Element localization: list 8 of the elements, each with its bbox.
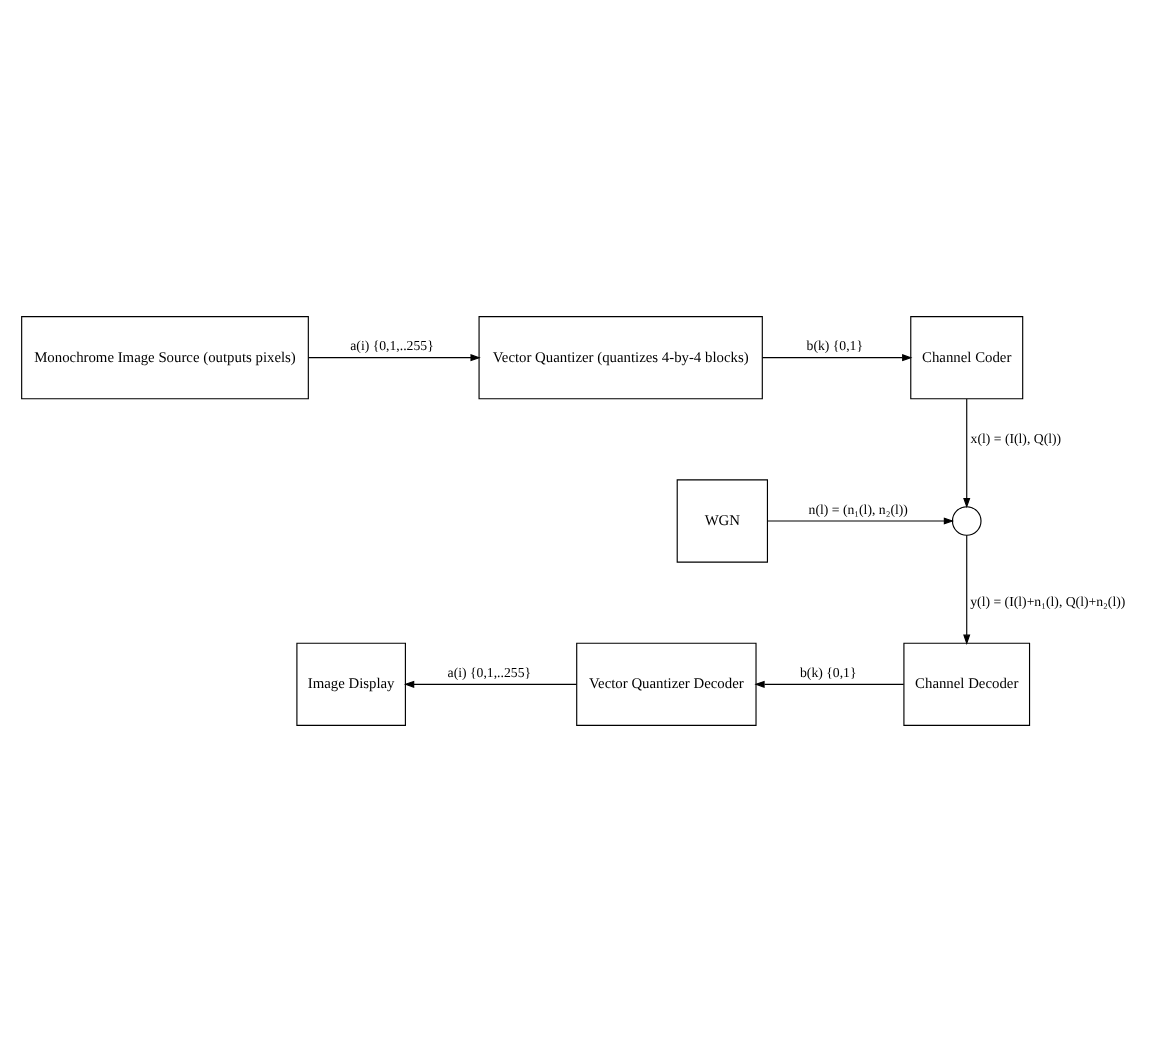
arrow <box>308 353 481 361</box>
arrow <box>766 516 955 524</box>
arrow <box>403 679 577 687</box>
arrow <box>761 353 913 361</box>
arrow <box>754 679 905 687</box>
arrow <box>963 397 971 508</box>
node-circle <box>951 505 982 535</box>
arrow <box>963 533 971 644</box>
